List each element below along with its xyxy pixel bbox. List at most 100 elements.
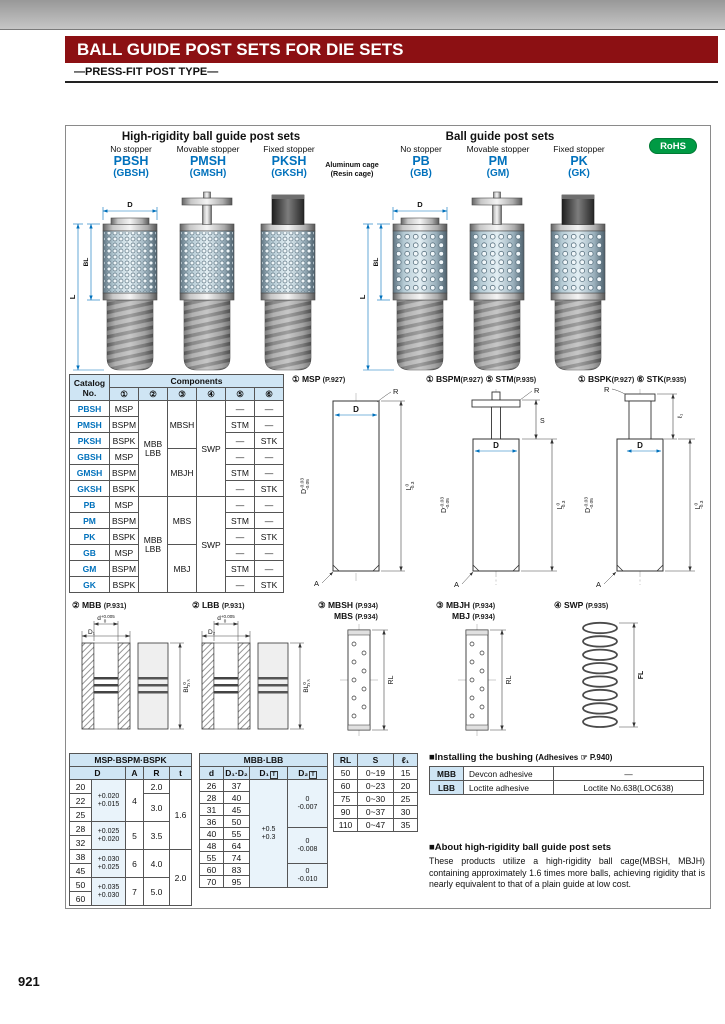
product-column-pmsh: Movable stopper PMSH (GMSH)	[169, 144, 247, 180]
header-catalog-line2: No.	[82, 387, 97, 398]
s-value: 0~37	[357, 805, 394, 819]
diagram-page-ref: (P.931)	[221, 601, 245, 610]
component-cell: MSP	[109, 544, 139, 561]
component-cell: MBSH	[167, 400, 197, 449]
dim-label-A: A	[596, 580, 601, 589]
component-cell: STM	[225, 416, 255, 433]
d-value: 25	[69, 807, 92, 822]
dim-label-D: D	[637, 441, 643, 450]
product-code: PMSH	[189, 154, 227, 168]
component-cell: —	[254, 544, 284, 561]
col-header: d	[199, 766, 224, 780]
diagram-swp: ④ SWP (P.935) FL	[554, 600, 666, 742]
rl-value: 90	[333, 805, 358, 819]
d12-value: 50	[223, 815, 250, 828]
component-cell: BSPM	[109, 464, 139, 481]
product-code: PM	[488, 154, 508, 168]
d12-value: 37	[223, 779, 250, 792]
stopper-type-label: Fixed stopper	[263, 144, 315, 154]
l1-value: 30	[393, 805, 418, 819]
diagram-page-ref: (P.927)	[460, 375, 484, 384]
d1-tolerance: +0.5+0.3	[249, 779, 288, 888]
product-column-pb: No stopper PB (GB)	[382, 144, 460, 180]
adhesive-title-ref: (Adhesives ☞ P.940)	[535, 753, 613, 762]
component-lbb: LBB	[144, 447, 162, 458]
component-cell: MSP	[109, 448, 139, 465]
dim-label-D-tol: D-0.03-0.05	[300, 478, 312, 494]
col-header: ℓ₁	[393, 753, 418, 767]
l1-value: 15	[393, 766, 418, 780]
component-cell: STK	[254, 528, 284, 545]
col-header: ③	[167, 387, 197, 401]
page-subtitle: —PRESS-FIT POST TYPE—	[74, 66, 219, 78]
diagram-label: ① BSPK	[578, 374, 612, 384]
cage-note-aluminum: Aluminum cage	[325, 160, 379, 169]
diagram-page-ref: (P.927)	[322, 375, 346, 384]
diagram-page-ref: (P.934)	[355, 612, 378, 621]
diagram-page-ref: (P.935)	[663, 375, 687, 384]
component-cell: —	[225, 480, 255, 497]
cage-note-resin: (Resin cage)	[330, 169, 374, 178]
component-cell: —	[225, 432, 255, 449]
col-header: ①	[109, 387, 139, 401]
r-value: 3.5	[143, 821, 170, 850]
product-column-pbsh: No stopper PBSH (GBSH)	[92, 144, 170, 180]
d-tolerance: +0.035+0.030	[91, 877, 126, 906]
d-value: 28	[69, 821, 92, 836]
diagram-page-ref: (P.934)	[472, 612, 495, 621]
r-value: 2.0	[143, 779, 170, 794]
about-title: ■About high-rigidity ball guide post set…	[429, 842, 612, 853]
catalog-no: GBSH	[69, 448, 110, 465]
d-value: 40	[199, 827, 224, 840]
diagram-msp: ① MSP (P.927) R D L0-0.3 D-0.03-0.05 A	[292, 374, 424, 595]
dim-label-L-tol: L0-0.3	[556, 500, 568, 509]
page-top-band	[0, 0, 725, 30]
d-value: 38	[69, 849, 92, 864]
component-cell: MBJH	[167, 448, 197, 497]
d-value: 60	[69, 891, 92, 906]
dim-label-D-tol: D-0.03-0.05	[584, 497, 596, 513]
s-value: 0~19	[357, 766, 394, 780]
d-tolerance: +0.020+0.015	[91, 779, 126, 822]
d-value: 31	[199, 803, 224, 816]
diagram-label: ⑤ STM	[485, 374, 514, 384]
col-header: D₁·D₂	[223, 766, 250, 780]
r-value: 4.0	[143, 849, 170, 878]
catalog-no: GK	[69, 576, 110, 593]
d-value: 55	[199, 851, 224, 864]
post-photo-pk	[550, 194, 606, 371]
dim-label-R: R	[393, 387, 399, 396]
component-cell: —	[225, 496, 255, 513]
d12-value: 55	[223, 827, 250, 840]
dim-label-BL-tol: BL0-0.3	[182, 679, 190, 693]
stopper-type-label: No stopper	[110, 144, 152, 154]
diagram-label: ③ MBJH	[436, 600, 471, 610]
component-cell: BSPK	[109, 528, 139, 545]
l1-value: 20	[393, 779, 418, 793]
adhesive-section: ■Installing the bushing (Adhesives ☞ P.9…	[429, 752, 707, 795]
component-cell: —	[225, 400, 255, 417]
a-value: 5	[125, 821, 144, 850]
col-header: ②	[138, 387, 168, 401]
diagram-page-ref: (P.934)	[472, 601, 496, 610]
adhesive-code: LBB	[429, 780, 464, 795]
group-title-standard: Ball guide post sets	[445, 131, 555, 143]
d-value: 45	[69, 863, 92, 878]
component-cell: BSPK	[109, 432, 139, 449]
dim-label-D: D	[353, 405, 359, 414]
catalog-no: PMSH	[69, 416, 110, 433]
col-header: ⑤	[225, 387, 255, 401]
component-mbb: MBB	[143, 534, 163, 545]
product-column-pm: Movable stopper PM (GM)	[459, 144, 537, 180]
s-value: 0~30	[357, 792, 394, 806]
component-cell: —	[254, 448, 284, 465]
d-value: 22	[69, 793, 92, 808]
post-photo-pb	[358, 200, 448, 371]
d-value: 20	[69, 779, 92, 794]
dim-label-RL: RL	[388, 675, 395, 684]
component-cell: STM	[225, 464, 255, 481]
